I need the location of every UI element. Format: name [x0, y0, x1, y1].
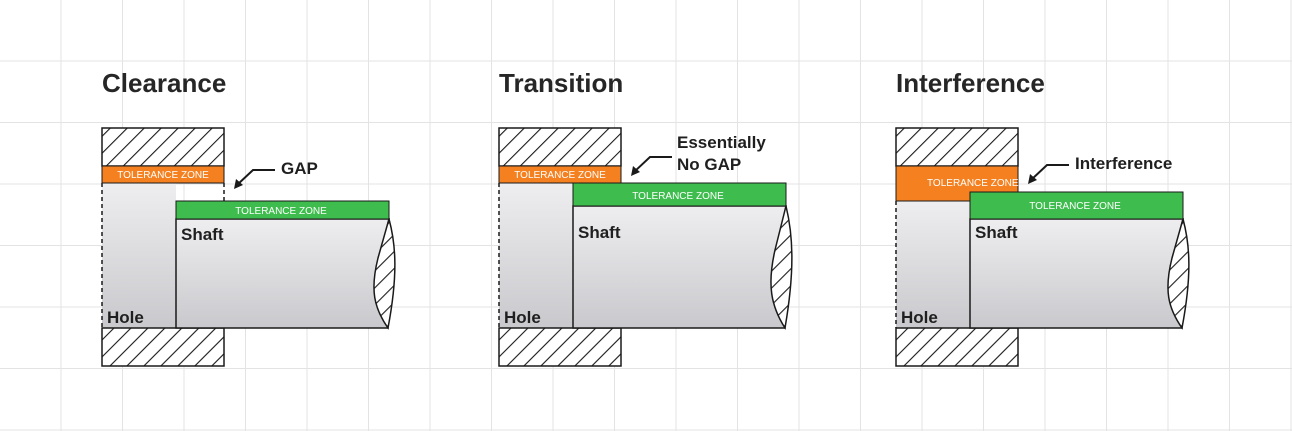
- transition-fit-figure: TOLERANCE ZONE TOLERANCE ZONE Shaft Hole…: [498, 127, 793, 367]
- arrowhead-icon: [1028, 174, 1037, 184]
- hole-tolerance-zone: [498, 165, 622, 184]
- housing-bottom-wall: [895, 327, 1019, 367]
- callout-leader: [633, 156, 672, 173]
- arrowhead-icon: [631, 166, 640, 176]
- housing-top-wall: [895, 127, 1019, 167]
- hole-tolerance-label: TOLERANCE ZONE: [514, 170, 606, 181]
- shaft-break-section: [1167, 216, 1190, 330]
- callout-leader: [1030, 164, 1069, 181]
- shaft-tolerance-label: TOLERANCE ZONE: [1029, 201, 1121, 212]
- panel-title: Interference: [896, 68, 1045, 98]
- clearance-fit-figure: TOLERANCE ZONE TOLERANCE ZONE Shaft Hole…: [101, 127, 396, 367]
- shaft-label: Shaft: [578, 223, 621, 242]
- housing-top-wall: [101, 127, 225, 167]
- panel-transition: Transition TOLERANCE ZONE TOLERAN: [397, 0, 797, 431]
- housing-top-wall: [498, 127, 622, 167]
- panel-interference: Interference TOLERANCE ZONE TOLER: [794, 0, 1194, 431]
- shaft-tolerance-zone: [572, 182, 787, 207]
- hole-label: Hole: [504, 308, 541, 327]
- shaft-tolerance-label: TOLERANCE ZONE: [632, 191, 724, 202]
- shaft-tolerance-zone: [175, 200, 390, 220]
- hole-label: Hole: [901, 308, 938, 327]
- hole-tolerance-label: TOLERANCE ZONE: [117, 170, 209, 181]
- shaft-break-section: [373, 216, 396, 330]
- hole-bore: [499, 183, 573, 328]
- panel-title: Transition: [499, 68, 624, 98]
- panel-title: Clearance: [102, 68, 227, 98]
- shaft-tolerance-label: TOLERANCE ZONE: [235, 206, 327, 217]
- interference-fit-figure: TOLERANCE ZONE TOLERANCE ZONE Shaft Hole…: [895, 127, 1190, 367]
- callout-label: GAP: [281, 159, 318, 178]
- arrowhead-icon: [234, 179, 243, 189]
- hole-bore: [102, 183, 176, 328]
- callout-label-line-2: No GAP: [677, 155, 741, 174]
- shaft-tolerance-zone: [969, 191, 1184, 220]
- panel-clearance: Clearance TOLERANCE ZONE: [0, 0, 400, 431]
- shaft-label: Shaft: [181, 225, 224, 244]
- housing-bottom-wall: [498, 327, 622, 367]
- housing-bottom-wall: [101, 327, 225, 367]
- callout-label-line-1: Essentially: [677, 133, 766, 152]
- callout-label: Interference: [1075, 154, 1172, 173]
- hole-bore: [896, 201, 970, 328]
- shaft-break-section: [770, 205, 793, 331]
- callout-leader: [236, 169, 275, 186]
- hole-tolerance-label: TOLERANCE ZONE: [927, 178, 1019, 189]
- hole-tolerance-zone: [101, 165, 225, 184]
- hole-label: Hole: [107, 308, 144, 327]
- shaft-label: Shaft: [975, 223, 1018, 242]
